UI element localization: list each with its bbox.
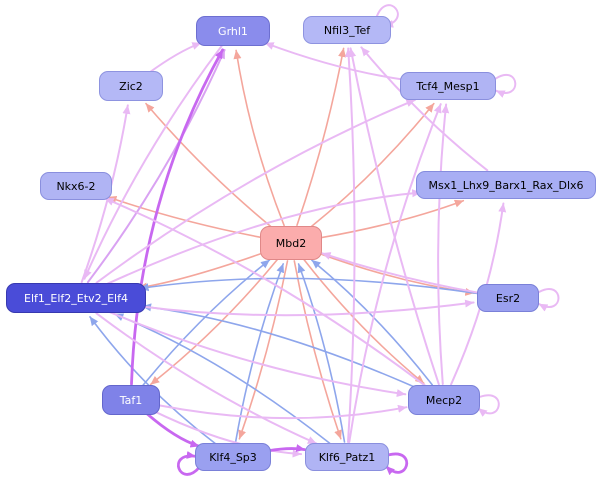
edge-Mbd2-Mecp2 (303, 258, 425, 385)
node-Nkx6-2: Nkx6-2 (40, 172, 112, 200)
self-loop-Mecp2 (477, 394, 500, 417)
edge-Taf1-Grhl1 (130, 48, 224, 386)
edge-Mecp2-Tcf4_Mesp1 (437, 103, 450, 385)
edge-Mecp2-Elf1_Elf2_Etv2_Elf4 (141, 303, 419, 390)
edge-Elf1_Elf2_Etv2_Elf4-Grhl1 (86, 49, 226, 284)
node-Mbd2: Mbd2 (260, 226, 322, 260)
edge-Elf1_Elf2_Etv2_Elf4-Klf6_Patz1 (95, 312, 318, 445)
edge-Tcf4_Mesp1-Grhl1 (264, 42, 405, 81)
edge-Elf1_Elf2_Etv2_Elf4-Esr2 (136, 299, 475, 317)
edge-Mbd2-Tcf4_Mesp1 (308, 102, 435, 229)
self-loop-Esr2 (538, 288, 560, 312)
edge-Klf6_Patz1-Mbd2 (297, 263, 346, 443)
self-loop-Tcf4_Mesp1 (494, 73, 517, 98)
edge-Elf1_Elf2_Etv2_Elf4-Tcf4_Mesp1 (95, 98, 416, 284)
node-Klf4_Sp3: Klf4_Sp3 (195, 443, 271, 471)
edge-Esr2-Mbd2 (321, 252, 480, 294)
edge-Mecp2-Nfil3_Tef (348, 47, 440, 386)
node-Nfil3_Tef: Nfil3_Tef (303, 16, 391, 44)
edge-Mbd2-Grhl1 (233, 49, 285, 227)
edge-Mbd2-Elf1_Elf2_Etv2_Elf4 (137, 251, 265, 291)
node-Mecp2: Mecp2 (408, 385, 480, 415)
node-Elf1_Elf2_Etv2_Elf4: Elf1_Elf2_Etv2_Elf4 (6, 283, 146, 313)
edge-Taf1-Klf6_Patz1 (152, 409, 303, 458)
edge-Taf1-Klf4_Sp3 (145, 412, 201, 448)
edge-Mecp2-Nkx6-2 (104, 197, 427, 388)
edge-Mbd2-Zic2 (145, 102, 274, 229)
node-Taf1: Taf1 (102, 385, 160, 415)
edge-Mbd2-Nfil3_Tef (296, 47, 346, 227)
edge-Msx1_Lhx9_Barx1_Rax_Dlx6-Nfil3_Tef (360, 46, 489, 172)
node-Tcf4_Mesp1: Tcf4_Mesp1 (400, 72, 496, 100)
edge-Klf4_Sp3-Klf6_Patz1 (267, 444, 307, 453)
edge-Elf1_Elf2_Etv2_Elf4-Mecp2 (108, 311, 407, 398)
node-Grhl1: Grhl1 (196, 16, 270, 46)
node-Msx1_Lhx9_Barx1_Rax_Dlx6: Msx1_Lhx9_Barx1_Rax_Dlx6 (416, 171, 596, 199)
edge-Taf1-Mecp2 (158, 404, 408, 420)
edge-Mbd2-Klf6_Patz1 (293, 260, 342, 440)
edge-Zic2-Grhl1 (148, 42, 202, 74)
self-loop-Klf6_Patz1 (384, 452, 409, 476)
edge-Mbd2-Klf4_Sp3 (238, 260, 289, 440)
edge-Klf6_Patz1-Nfil3_Tef (344, 47, 356, 443)
edge-Klf4_Sp3-Mbd2 (234, 263, 285, 443)
edge-Klf6_Patz1-Tcf4_Mesp1 (348, 103, 442, 443)
self-loop-Klf4_Sp3 (176, 451, 201, 476)
edge-Mbd2-Msx1_Lhx9_Barx1_Rax_Dlx6 (320, 199, 465, 239)
node-Esr2: Esr2 (477, 284, 539, 312)
edge-Esr2-Elf1_Elf2_Etv2_Elf4 (139, 277, 479, 295)
node-Klf6_Patz1: Klf6_Patz1 (305, 443, 389, 471)
edge-Grhl1-Elf1_Elf2_Etv2_Elf4 (83, 45, 223, 280)
node-Zic2: Zic2 (99, 71, 163, 101)
edge-Mbd2-Nkx6-2 (107, 195, 262, 239)
edge-Mbd2-Taf1 (149, 258, 279, 386)
self-loop-Nfil3_Tef (375, 4, 399, 28)
